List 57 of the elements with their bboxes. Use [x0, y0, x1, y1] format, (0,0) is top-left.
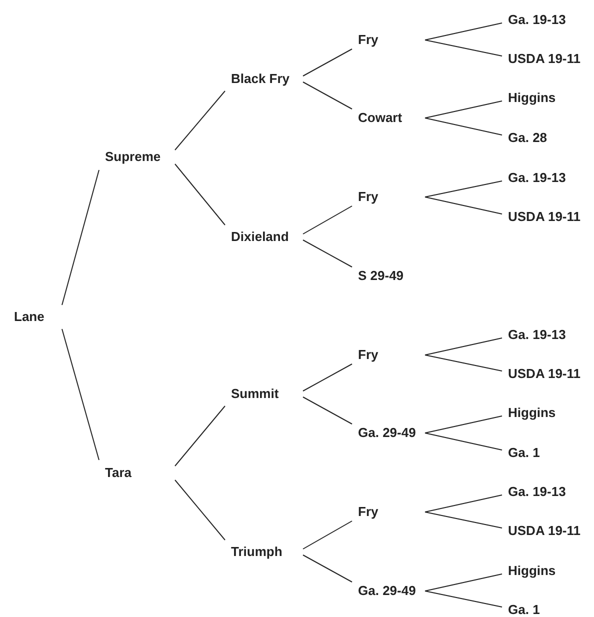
connector-line: [302, 82, 352, 110]
variety-label: Ga. 1: [508, 601, 540, 617]
variety-label: Supreme: [105, 148, 161, 166]
variety-label: USDA 19-11: [508, 50, 580, 68]
variety-label: USDA 19-11: [508, 365, 580, 383]
connector-line: [424, 512, 502, 528]
connector-line: [424, 338, 502, 356]
variety-label: Dixieland: [231, 228, 289, 246]
connector-line: [424, 354, 502, 372]
variety-label: Ga. 19-13: [508, 483, 566, 501]
variety-label: Higgins: [508, 562, 556, 580]
variety-label: Lane: [14, 308, 44, 326]
variety-label: Fry: [358, 503, 378, 521]
connector-line: [424, 416, 502, 434]
connector-line: [424, 22, 502, 40]
connector-line: [174, 406, 226, 466]
variety-label: Triumph: [231, 543, 282, 561]
variety-label: Tara: [105, 464, 132, 482]
connector-line: [424, 118, 502, 136]
variety-label: Black Fry: [231, 70, 290, 88]
connector-line: [424, 180, 502, 198]
connector-line: [424, 100, 502, 118]
connector-line: [424, 590, 502, 608]
connector-line: [174, 90, 226, 150]
variety-label: Ga. 1: [508, 444, 540, 462]
variety-label: Ga. 28: [508, 129, 548, 147]
variety-label: USDA 19-11: [508, 208, 580, 226]
connector-line: [424, 432, 502, 450]
connector-line: [302, 554, 352, 582]
variety-label: Ga. 29-49: [358, 582, 416, 600]
variety-label: Ga. 19-13: [508, 11, 566, 29]
variety-label: Ga. 19-13: [508, 169, 566, 187]
variety-label: Summit: [231, 385, 279, 403]
connector-line: [424, 494, 502, 512]
variety-label: Ga. 19-13: [508, 326, 566, 344]
connector-line: [62, 328, 100, 460]
connector-line: [174, 480, 226, 540]
connector-line: [174, 164, 226, 226]
connector-line: [424, 574, 502, 592]
connector-line: [302, 396, 352, 424]
connector-line: [302, 48, 352, 76]
connector-line: [302, 240, 352, 268]
variety-label: Fry: [358, 188, 378, 206]
variety-label: S 29-49: [358, 267, 404, 285]
connector-line: [302, 206, 352, 234]
connector-line: [424, 40, 502, 56]
variety-label: Cowart: [358, 109, 402, 127]
connector-line: [302, 520, 352, 550]
variety-label: Higgins: [508, 89, 556, 107]
variety-label: Fry: [358, 31, 378, 49]
variety-label: Higgins: [508, 404, 556, 422]
variety-label: Ga. 29-49: [358, 424, 416, 442]
connector-line: [302, 364, 352, 392]
variety-label: USDA 19-11: [508, 522, 580, 540]
connector-line: [424, 196, 502, 214]
variety-label: Fry: [358, 346, 378, 364]
connector-line: [62, 170, 100, 306]
